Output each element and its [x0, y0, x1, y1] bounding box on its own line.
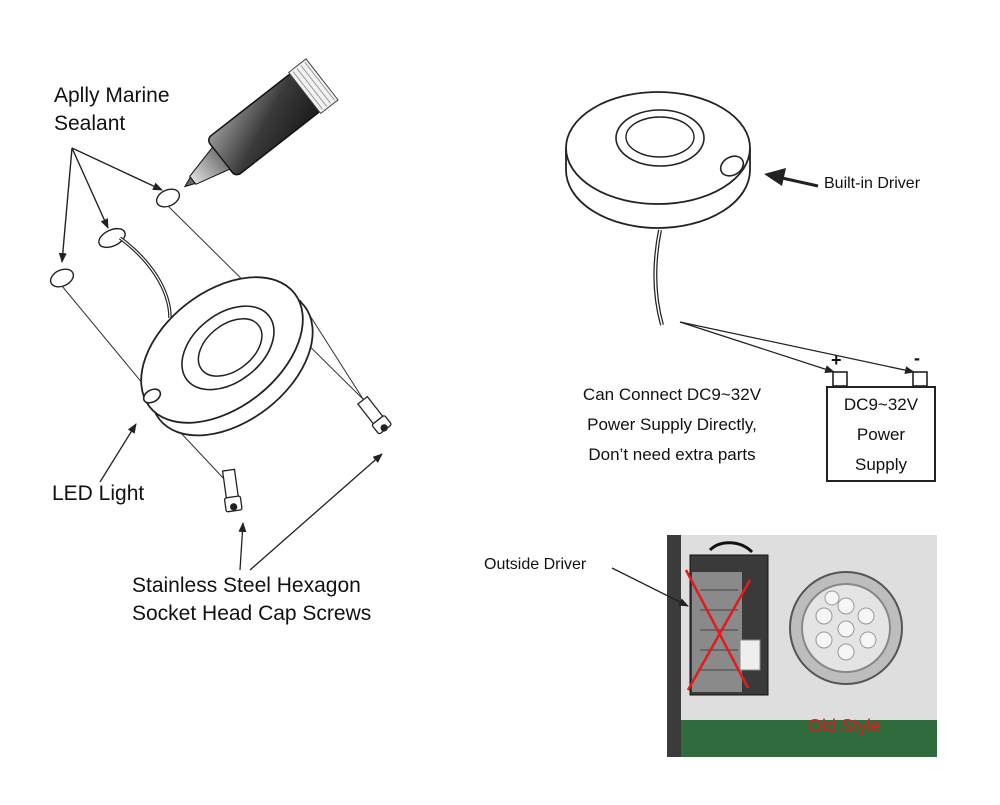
old-driver-photo — [667, 535, 937, 757]
screws-label-line-2: Socket Head Cap Screws — [132, 602, 372, 625]
built-in-driver-arrow — [764, 168, 819, 188]
sealant-tube-icon — [183, 58, 339, 188]
screws-label: Stainless Steel Hexagon Socket Head Cap … — [132, 572, 371, 628]
sealant-arrows — [58, 147, 163, 263]
battery-icon — [832, 371, 928, 387]
wire-arrows — [679, 321, 915, 375]
power-supply-line-1: DC9~32V — [843, 395, 919, 414]
led-light-arrow — [99, 423, 137, 483]
power-supply-box: DC9~32V Power Supply — [826, 386, 936, 482]
screw-icon — [221, 395, 392, 513]
sealant-label: Aplly Marine Sealant — [54, 82, 170, 138]
sealant-label-line-2: Sealant — [54, 112, 126, 135]
sealant-drop-icons — [49, 188, 181, 288]
connect-note: Can Connect DC9~32V Power Supply Directl… — [556, 380, 788, 470]
terminal-minus: - — [914, 348, 920, 368]
built-in-driver-label: Built-in Driver — [824, 175, 921, 192]
connect-note-line-1: Can Connect DC9~32V — [582, 385, 762, 404]
connect-note-line-2: Power Supply Directly, — [587, 415, 757, 434]
screws-label-line-1: Stainless Steel Hexagon — [132, 574, 361, 597]
connect-note-line-3: Don’t need extra parts — [588, 445, 756, 464]
power-supply-line-3: Supply — [855, 455, 907, 474]
outside-driver-label: Outside Driver — [484, 556, 587, 573]
sealant-label-line-1: Aplly Marine — [54, 84, 170, 107]
led-light-driver-icon — [565, 91, 751, 326]
outside-driver-leader — [611, 567, 689, 607]
screw-arrows — [238, 453, 383, 571]
terminal-plus: + — [831, 350, 842, 370]
old-style-label: Old Style — [808, 716, 882, 736]
led-light-exploded-icon — [118, 236, 314, 437]
power-supply-line-2: Power — [856, 425, 906, 444]
led-light-label: LED Light — [52, 482, 145, 505]
power-supply-label: DC9~32V Power Supply — [828, 390, 934, 480]
